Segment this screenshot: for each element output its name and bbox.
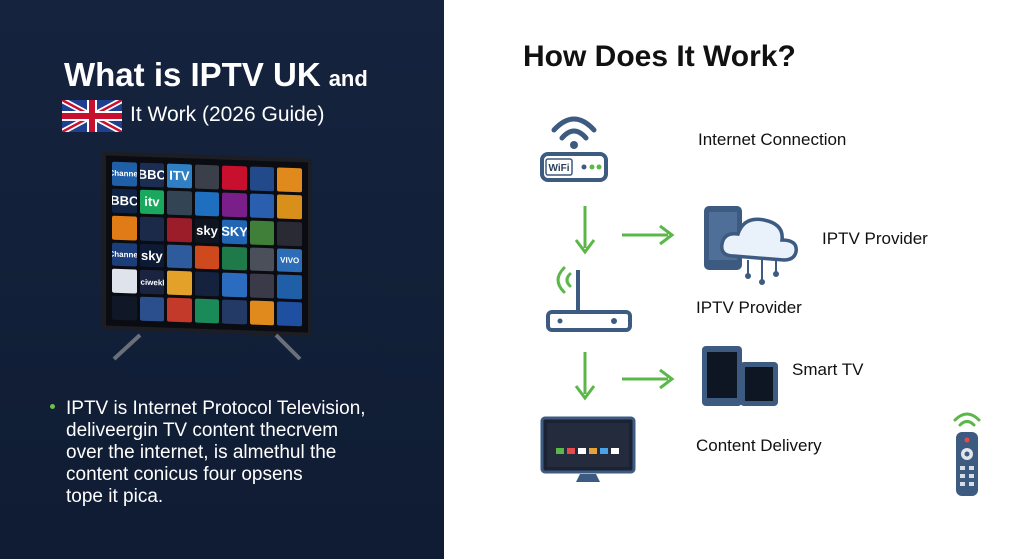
channel-tile	[277, 194, 302, 219]
channel-tile	[249, 193, 275, 219]
channel-tile	[249, 220, 275, 245]
channel-tile	[194, 191, 220, 217]
channel-tile: VIVO	[277, 247, 302, 273]
wifi-badge-text: WiFi	[548, 163, 569, 174]
label-iptv-provider-cloud: IPTV Provider	[822, 229, 928, 248]
channel-tile	[194, 245, 220, 270]
channel-tile	[222, 299, 247, 325]
channel-tile: sky	[139, 243, 165, 268]
channel-tile	[222, 192, 247, 218]
channel-tile	[167, 190, 192, 216]
arrow-right-icon	[622, 224, 675, 246]
smart-tv-icon	[540, 416, 636, 482]
channel-tile: sky	[194, 218, 220, 243]
title-line-2: It Work (2026 Guide)	[130, 103, 325, 126]
description-text: IPTV is Internet Protocol Television, de…	[50, 398, 390, 508]
channel-tile: itv	[139, 189, 165, 215]
channel-tile	[139, 216, 165, 242]
title-main-text: What is IPTV UK	[64, 56, 321, 93]
bullet-dot	[50, 404, 55, 409]
channel-tile	[277, 167, 302, 193]
channel-tile	[167, 217, 192, 242]
channel-tile	[277, 274, 302, 300]
remote-control-icon	[953, 412, 981, 496]
title-suffix: and	[328, 66, 368, 91]
arrow-down-icon	[574, 206, 596, 255]
tablet-devices-icon	[702, 346, 778, 406]
title-line-1: What is IPTV UK and	[64, 56, 368, 94]
wifi-router-icon: WiFi	[540, 116, 608, 182]
label-internet-connection: Internet Connection	[698, 130, 847, 149]
channel-tile	[167, 244, 192, 269]
description-line: tope it pica.	[66, 486, 164, 507]
channel-tile: Channel	[112, 161, 137, 187]
cloud-server-icon	[704, 206, 798, 285]
channel-tile	[167, 297, 192, 323]
channel-tile	[222, 272, 247, 298]
channel-tile	[222, 246, 247, 271]
router-icon	[546, 266, 632, 332]
description-line: IPTV is Internet Protocol Television,	[66, 398, 366, 419]
channel-tile	[249, 273, 275, 299]
channel-tile: SKY	[222, 219, 247, 244]
arrow-down-icon	[574, 352, 596, 401]
channel-tile	[167, 270, 192, 296]
channel-tile	[139, 296, 165, 322]
channel-tile	[112, 295, 137, 321]
channel-tile: BBC	[139, 162, 165, 188]
label-content-delivery: Content Delivery	[696, 436, 822, 455]
channel-tile	[112, 269, 137, 294]
channel-tile	[194, 298, 220, 324]
channel-tile	[222, 165, 247, 191]
arrow-right-icon	[622, 368, 675, 390]
channel-tile: ITV	[167, 163, 192, 189]
channel-tile: BBC	[112, 188, 137, 214]
channel-tile	[249, 166, 275, 192]
channel-tile	[277, 221, 302, 246]
channel-tile: Uciwekly	[139, 269, 165, 295]
label-iptv-provider-router: IPTV Provider	[696, 298, 802, 317]
channel-tile	[194, 271, 220, 297]
tv-stand	[112, 333, 302, 361]
channel-tile	[249, 246, 275, 272]
channel-tile: Channel	[112, 242, 137, 267]
label-smart-tv: Smart TV	[792, 360, 864, 379]
channel-tile	[194, 164, 220, 190]
description-line: deliveergin TV content thecrvem	[66, 420, 339, 441]
description-line: over the internet, is almethul the	[66, 442, 337, 463]
channel-tile	[249, 300, 275, 326]
description-line: content conicus four opsens	[66, 464, 303, 485]
uk-flag-icon	[62, 100, 122, 132]
channel-tile	[112, 215, 137, 241]
channel-tile	[277, 301, 302, 327]
how-heading: How Does It Work?	[523, 40, 796, 73]
